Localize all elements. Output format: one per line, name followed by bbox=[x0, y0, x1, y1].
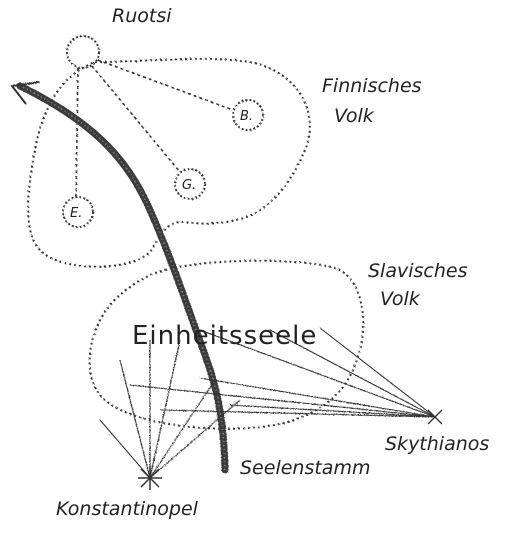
ruotsi-node bbox=[66, 35, 100, 69]
label-slavisches: Slavisches bbox=[368, 260, 468, 282]
ruotsi-connections bbox=[75, 59, 234, 199]
label-ruotsi: Ruotsi bbox=[112, 5, 172, 27]
label-finnisches-volk: Volk bbox=[334, 105, 375, 127]
skythianos-rays bbox=[129, 327, 436, 418]
konstantinopel-rays bbox=[99, 339, 241, 479]
node-e bbox=[62, 196, 94, 228]
label-finnisches: Finnisches bbox=[322, 75, 422, 97]
arrowhead-icon bbox=[10, 81, 41, 105]
label-seelenstamm: Seelenstamm bbox=[240, 457, 370, 479]
seelenstamm-arrow bbox=[10, 81, 229, 474]
konstantinopel-star-icon bbox=[138, 466, 162, 490]
node-b bbox=[232, 99, 264, 131]
skythianos-star-icon bbox=[427, 409, 443, 425]
node-e-label: E. bbox=[70, 206, 82, 221]
label-skythianos: Skythianos bbox=[385, 433, 489, 455]
label-slavisches-volk: Volk bbox=[380, 288, 421, 310]
node-b-label: B. bbox=[240, 109, 253, 124]
finnisches-volk-region bbox=[27, 57, 311, 268]
label-einheitsseele: Einheitsseele bbox=[132, 321, 317, 351]
slavisches-volk-region bbox=[88, 259, 365, 430]
node-g bbox=[174, 168, 206, 200]
node-g-label: G. bbox=[182, 178, 196, 193]
label-konstantinopel: Konstantinopel bbox=[56, 498, 199, 520]
